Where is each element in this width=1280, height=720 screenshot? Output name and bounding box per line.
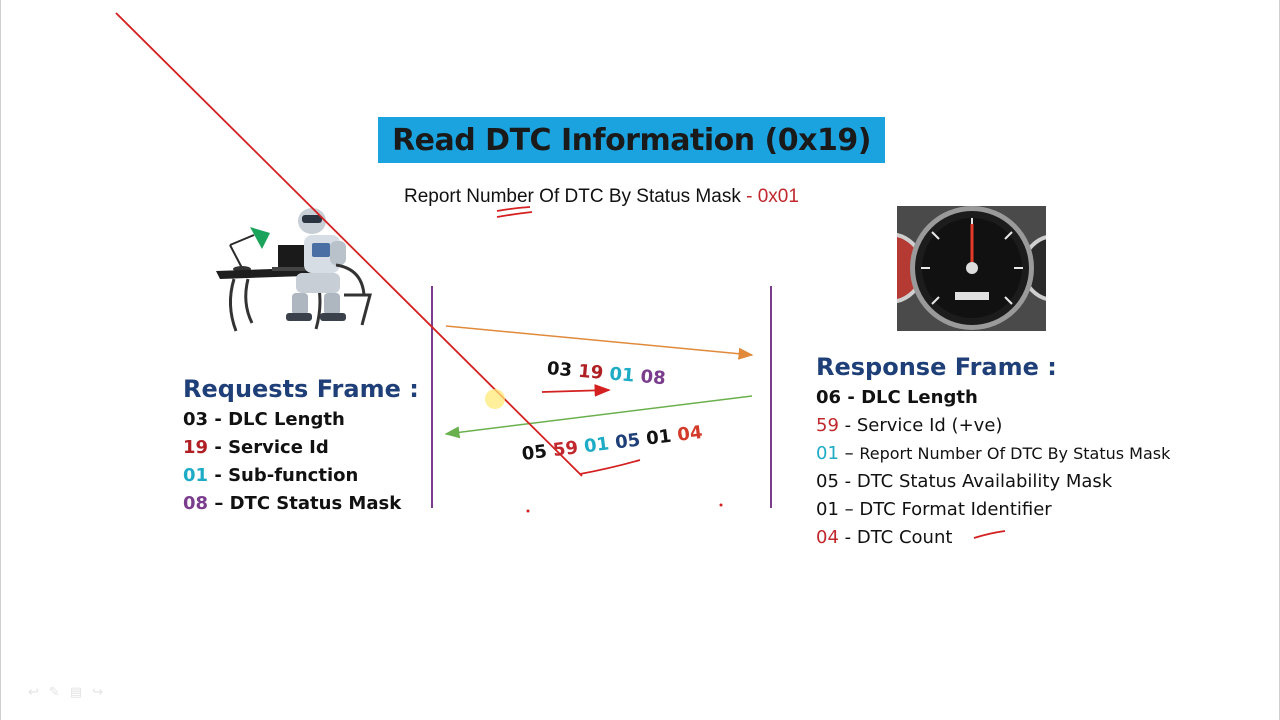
request-line-code: 03 bbox=[183, 409, 208, 430]
annotation-response-underline bbox=[580, 460, 640, 474]
response-frame-heading: Response Frame : bbox=[816, 350, 1170, 384]
response-line: 06 - DLC Length bbox=[816, 384, 1170, 412]
response-line-desc: DTC Status Availability Mask bbox=[857, 471, 1112, 492]
response-frame-panel: Response Frame : 06 - DLC Length 59 - Se… bbox=[816, 350, 1170, 552]
response-line-desc: Report Number Of DTC By Status Mask bbox=[859, 444, 1170, 463]
request-frame-heading: Requests Frame : bbox=[183, 372, 419, 406]
response-line-sep: – bbox=[839, 499, 859, 520]
request-line-desc: DLC Length bbox=[228, 409, 345, 430]
request-byte: 01 bbox=[609, 364, 642, 388]
response-byte: 05 bbox=[521, 440, 555, 465]
request-line-code: 01 bbox=[183, 465, 208, 486]
response-line-desc: DTC Format Identifier bbox=[859, 499, 1051, 520]
response-line-desc: DLC Length bbox=[861, 387, 978, 408]
slideshow-nav[interactable]: ↩✎▤↪ bbox=[28, 684, 113, 700]
menu-icon[interactable]: ▤ bbox=[70, 684, 92, 699]
response-byte: 04 bbox=[676, 422, 703, 446]
request-line-desc: DTC Status Mask bbox=[230, 493, 402, 514]
response-line-code: 06 bbox=[816, 387, 841, 408]
request-line-desc: Service Id bbox=[228, 437, 329, 458]
next-slide-icon[interactable]: ↪ bbox=[92, 684, 113, 699]
response-line-code: 01 bbox=[816, 443, 839, 464]
response-line-sep: - bbox=[839, 471, 857, 492]
previous-slide-icon[interactable]: ↩ bbox=[28, 684, 49, 699]
annotation-request-arrow bbox=[542, 390, 609, 392]
request-line-desc: Sub-function bbox=[228, 465, 358, 486]
response-line-sep: - bbox=[841, 387, 861, 408]
response-line-desc: DTC Count bbox=[857, 527, 953, 548]
response-line-sep: - bbox=[839, 527, 857, 548]
request-byte: 19 bbox=[577, 361, 610, 385]
request-line-sep: – bbox=[208, 493, 230, 514]
response-byte: 01 bbox=[645, 425, 679, 450]
response-line: 01 – Report Number Of DTC By Status Mask bbox=[816, 440, 1170, 468]
response-line-code: 04 bbox=[816, 527, 839, 548]
request-byte: 03 bbox=[546, 358, 579, 382]
response-line: 05 - DTC Status Availability Mask bbox=[816, 468, 1170, 496]
pen-icon[interactable]: ✎ bbox=[49, 684, 70, 699]
response-line: 04 - DTC Count bbox=[816, 524, 1170, 552]
request-arrow bbox=[446, 326, 752, 355]
request-line-sep: - bbox=[208, 465, 228, 486]
request-frame-panel: Requests Frame : 03 - DLC Length 19 - Se… bbox=[183, 372, 419, 518]
annotation-dot bbox=[720, 504, 723, 507]
request-line: 01 - Sub-function bbox=[183, 462, 419, 490]
request-line: 19 - Service Id bbox=[183, 434, 419, 462]
cursor-highlight bbox=[485, 389, 505, 409]
response-line: 59 - Service Id (+ve) bbox=[816, 412, 1170, 440]
response-line-sep: – bbox=[839, 443, 859, 464]
request-line-sep: - bbox=[208, 437, 228, 458]
response-line-code: 05 bbox=[816, 471, 839, 492]
annotation-underline-1 bbox=[497, 207, 530, 211]
request-line-code: 19 bbox=[183, 437, 208, 458]
response-byte: 01 bbox=[583, 433, 617, 458]
response-line: 01 – DTC Format Identifier bbox=[816, 496, 1170, 524]
annotation-underline-2 bbox=[497, 212, 532, 217]
response-line-code: 01 bbox=[816, 499, 839, 520]
response-line-desc: Service Id (+ve) bbox=[857, 415, 1003, 436]
request-line-code: 08 bbox=[183, 493, 208, 514]
response-line-sep: - bbox=[839, 415, 857, 436]
request-byte: 08 bbox=[640, 366, 667, 389]
response-byte: 59 bbox=[552, 436, 586, 461]
response-byte: 05 bbox=[614, 429, 648, 454]
request-line-sep: - bbox=[208, 409, 228, 430]
request-line: 08 – DTC Status Mask bbox=[183, 490, 419, 518]
annotation-dot bbox=[527, 510, 530, 513]
response-line-code: 59 bbox=[816, 415, 839, 436]
request-line: 03 - DLC Length bbox=[183, 406, 419, 434]
